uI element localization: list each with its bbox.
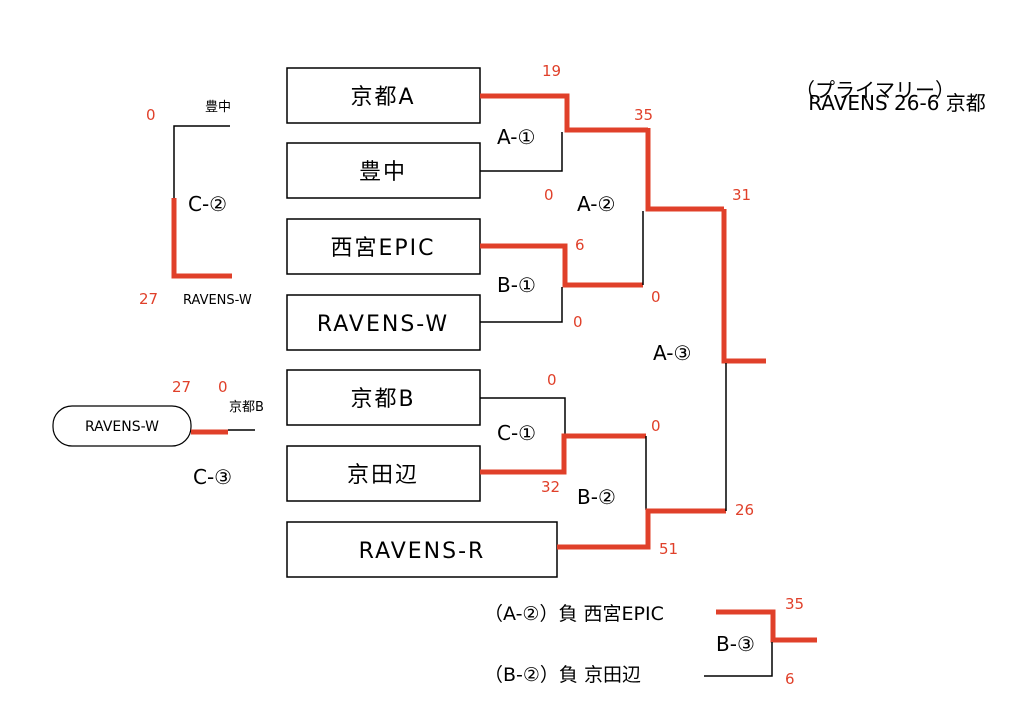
score-b2-top: 0 <box>651 417 661 435</box>
score-c3-ravens-w: 27 <box>172 378 191 396</box>
line-b3-winner <box>716 609 817 643</box>
team-box-toyonaka: 豊中 <box>286 142 481 199</box>
line-b1-loser <box>480 287 563 323</box>
score-a2-bottom: 0 <box>651 288 661 306</box>
score-c1-kyotanabe: 32 <box>541 478 560 496</box>
line-a1-loser <box>480 132 563 172</box>
team-name-ravens-w: RAVENS-W <box>317 312 449 337</box>
score-b3-bottom: 6 <box>785 670 795 688</box>
team-box-kyotanabe: 京田辺 <box>286 445 481 502</box>
team-name-ravens-r: RAVENS-R <box>359 539 486 564</box>
c2-top-team: 豊中 <box>205 100 231 115</box>
line-c2-winner <box>171 198 232 279</box>
line-b3-loser <box>704 642 773 677</box>
c3-team: 京都B <box>229 400 264 415</box>
line-a1-winner <box>480 93 648 133</box>
score-b1-ravens-w: 0 <box>573 313 583 331</box>
score-c2-ravens-w: 27 <box>139 290 158 308</box>
score-a3-bottom: 26 <box>735 501 754 519</box>
c3-pill: RAVENS-W <box>52 405 192 447</box>
label-b1: B-① <box>497 273 536 297</box>
consolation-line1: （A-②）負 西宮EPIC <box>484 603 664 625</box>
label-a3: A-③ <box>653 341 691 365</box>
consolation-line2: （B-②）負 京田辺 <box>484 664 641 686</box>
team-name-toyonaka: 豊中 <box>359 160 407 185</box>
c3-pill-team: RAVENS-W <box>85 419 159 435</box>
label-b3: B-③ <box>716 632 755 656</box>
primary-note-line1: （プライマリー） <box>795 78 955 102</box>
c2-bottom-team: RAVENS-W <box>183 293 252 308</box>
team-name-kyoto-b: 京都B <box>350 387 415 412</box>
line-b2-winner <box>557 508 726 550</box>
team-box-ravens-r: RAVENS-R <box>286 521 558 578</box>
line-c1-loser <box>480 397 566 437</box>
score-a3-top: 31 <box>732 186 751 204</box>
team-name-kyotanabe: 京田辺 <box>347 463 419 488</box>
team-box-ravens-w: RAVENS-W <box>286 294 481 351</box>
team-name-kyoto-a: 京都A <box>350 85 415 110</box>
primary-note-line2: RAVENS 26-6 京都 <box>808 91 986 115</box>
score-a1-kyoto-a: 19 <box>542 62 561 80</box>
team-box-kyoto-a: 京都A <box>286 67 481 124</box>
team-name-nishinomiya: 西宮EPIC <box>330 236 435 261</box>
score-b1-nishinomiya: 6 <box>575 236 585 254</box>
score-b3-top: 35 <box>785 595 804 613</box>
label-a1: A-① <box>497 125 535 149</box>
line-a3-winner <box>721 209 766 364</box>
label-c2: C-② <box>188 192 227 216</box>
score-a2-top: 35 <box>634 106 653 124</box>
score-c2-toyonaka: 0 <box>146 106 156 124</box>
team-box-nishinomiya: 西宮EPIC <box>286 218 481 275</box>
score-b2-ravens-r: 51 <box>659 540 678 558</box>
score-a1-toyonaka: 0 <box>544 186 554 204</box>
score-c1-kyoto-b: 0 <box>547 371 557 389</box>
team-box-kyoto-b: 京都B <box>286 369 481 426</box>
line-c1-winner <box>480 433 646 475</box>
label-b2: B-② <box>577 485 616 509</box>
label-c1: C-① <box>497 421 536 445</box>
score-c3-kyoto-b: 0 <box>218 378 228 396</box>
label-c3: C-③ <box>193 465 232 489</box>
line-c2-loser <box>173 125 230 200</box>
label-a2: A-② <box>577 192 615 216</box>
line-a2-winner <box>645 128 724 212</box>
line-b1-winner <box>480 243 643 288</box>
